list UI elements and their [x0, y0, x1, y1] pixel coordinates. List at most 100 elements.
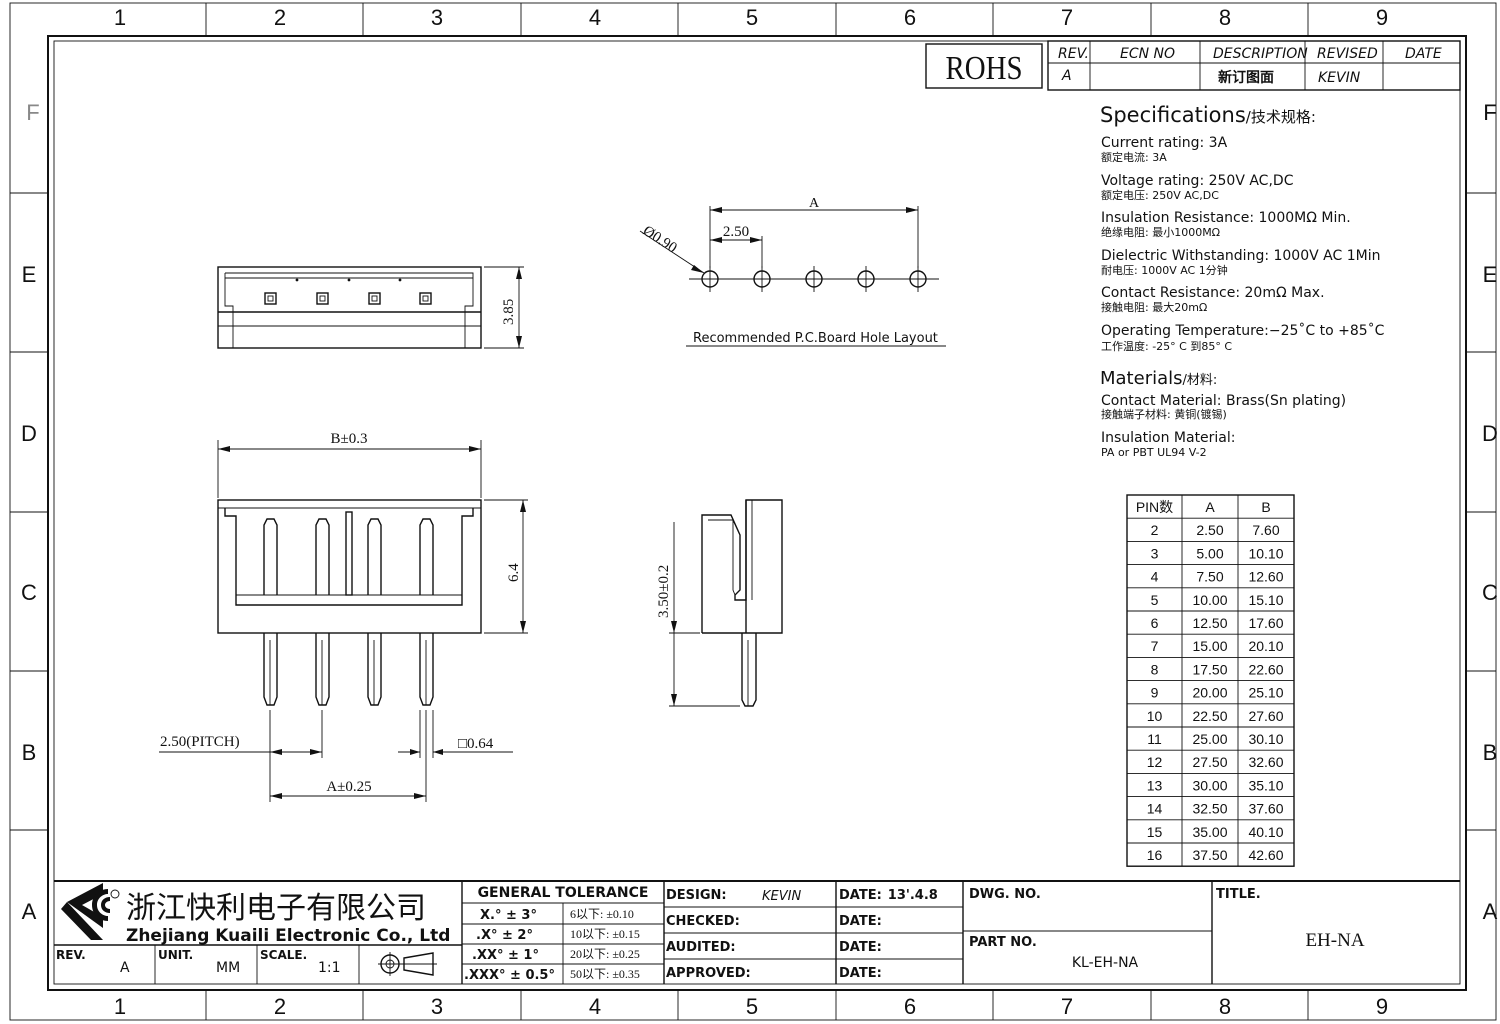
pin-table-cell: 17.50	[1192, 661, 1227, 677]
spec-en: Contact Resistance: 20mΩ Max.	[1101, 285, 1325, 301]
col-label: 5	[746, 994, 758, 1019]
tolerance-format: X.° ± 3°	[480, 908, 537, 923]
pin-table-cell: 20.00	[1192, 685, 1227, 701]
tolerance-format: .XXX° ± 0.5°	[464, 968, 555, 983]
col-label: 3	[431, 994, 443, 1019]
revised-value: KEVIN	[1318, 70, 1361, 86]
zone-ticks	[10, 3, 1496, 1020]
pin-table-cell: 16	[1147, 847, 1163, 863]
pin-table-cell: 5	[1151, 592, 1159, 608]
scale-label: SCALE.	[260, 948, 307, 962]
pin-table-cell: 2.50	[1196, 522, 1223, 538]
title-value: EH-NA	[1305, 930, 1364, 951]
design-label: DESIGN:	[666, 888, 727, 903]
col-label: 1	[114, 994, 126, 1019]
pin-table-cell: 4	[1151, 569, 1159, 585]
pin-table-cell: 8	[1151, 661, 1159, 677]
row-label: C	[21, 580, 37, 605]
col-label: 2	[274, 5, 286, 30]
col-label: 4	[589, 994, 601, 1019]
pin-table-cell: 17.60	[1248, 615, 1283, 631]
materials-title: Materials/材料:	[1100, 368, 1217, 389]
pin-table-cell: 12.50	[1192, 615, 1227, 631]
pin-table-cell: 10.00	[1192, 592, 1227, 608]
material-cn: PA or PBT UL94 V-2	[1101, 446, 1207, 459]
pin-table-cell: 32.50	[1192, 801, 1227, 817]
row-label: B	[22, 740, 37, 765]
date-label: DATE:	[839, 914, 882, 929]
pin-table-cell: 6	[1151, 615, 1159, 631]
specifications: Specifications/技术规格: Current rating: 3A …	[1100, 103, 1385, 459]
pcb-hole-layout: A 2.50 Ø0.90 Recommended P.C.Board Hole …	[639, 196, 946, 347]
col-label: 4	[589, 5, 601, 30]
col-label: 3	[431, 5, 443, 30]
dim-width-b: B±0.3	[331, 431, 368, 447]
unit-label: UNIT.	[158, 948, 193, 962]
col-label: 8	[1219, 5, 1231, 30]
dwg-no-label: DWG. NO.	[969, 887, 1041, 902]
pin-table-header: B	[1261, 499, 1270, 515]
col-label: 8	[1219, 994, 1231, 1019]
pin-table-cell: 22.60	[1248, 661, 1283, 677]
pin-table-cell: 15.00	[1192, 638, 1227, 654]
audited-label: AUDITED:	[666, 940, 736, 955]
dim-pitch: 2.50(PITCH)	[160, 734, 240, 750]
material-cn: 接触端子材料: 黄铜(镀锡)	[1101, 407, 1227, 421]
part-no-label: PART NO.	[969, 935, 1037, 950]
revision-table: REV. ECN NO DESCRIPTION REVISED DATE A 新…	[1047, 40, 1461, 91]
date-label: DATE:13'.4.8	[839, 888, 938, 903]
description-value: 新订图面	[1218, 69, 1274, 86]
row-label: D	[1482, 421, 1498, 446]
title-block: 浙江快利电子有限公司 Zhejiang Kuaili Electronic Co…	[54, 880, 1460, 984]
pin-table-header: A	[1205, 499, 1215, 515]
rev-header: REV.	[1058, 46, 1089, 62]
row-label: E	[22, 262, 37, 287]
tolerance-format: .XX° ± 1°	[472, 948, 539, 963]
pin-table-cell: 12.60	[1248, 569, 1283, 585]
pin-table-cell: 15	[1147, 824, 1163, 840]
spec-en: Dielectric Withstanding: 1000V AC 1Min	[1101, 248, 1380, 264]
pin-table-cell: 42.60	[1248, 847, 1283, 863]
tolerance-format: .X° ± 2°	[476, 928, 533, 943]
dim-pin-length: 3.50±0.2	[656, 565, 672, 618]
spec-en: Voltage rating: 250V AC,DC	[1101, 173, 1294, 189]
col-label: 1	[114, 5, 126, 30]
rohs-box	[925, 43, 1043, 89]
pin-table-cell: 30.00	[1192, 777, 1227, 793]
spec-cn: 工作温度: -25° C 到85° C	[1101, 339, 1232, 353]
tolerance-title: GENERAL TOLERANCE	[478, 885, 649, 901]
company-logo-icon	[61, 883, 120, 940]
drawing-border	[53, 40, 1461, 985]
tolerance-range: 20以下: ±0.25	[570, 947, 640, 961]
checked-label: CHECKED:	[666, 914, 740, 929]
col-label: 5	[746, 5, 758, 30]
company-name-en: Zhejiang Kuaili Electronic Co., Ltd	[126, 926, 450, 946]
pin-table-header: PIN数	[1136, 499, 1173, 515]
scale-value: 1:1	[318, 960, 341, 976]
pin-table-cell: 11	[1147, 731, 1162, 747]
pin-table-cell: 7.60	[1252, 522, 1279, 538]
row-label: F	[1483, 100, 1496, 125]
pin-table-cell: 27.50	[1192, 754, 1227, 770]
top-view: 3.85	[217, 266, 524, 349]
row-label: D	[21, 421, 37, 446]
spec-cn: 额定电压: 250V AC,DC	[1101, 188, 1219, 202]
projection-symbol-icon	[378, 952, 437, 976]
pin-table-cell: 5.00	[1196, 545, 1223, 561]
pin-table-cell: 25.10	[1248, 685, 1283, 701]
pin-table-cell: 2	[1151, 522, 1159, 538]
rev-value: A	[120, 960, 130, 976]
spec-en: Current rating: 3A	[1101, 135, 1228, 151]
tolerance-range: 10以下: ±0.15	[570, 927, 640, 941]
spec-cn: 绝缘电阻: 最小1000MΩ	[1101, 225, 1220, 239]
pin-table-cell: 20.10	[1248, 638, 1283, 654]
company-name-cn: 浙江快利电子有限公司	[126, 891, 426, 926]
pin-table-cell: 32.60	[1248, 754, 1283, 770]
pin-table-cell: 40.10	[1248, 824, 1283, 840]
spec-en: Insulation Resistance: 1000MΩ Min.	[1101, 210, 1351, 226]
row-labels: F E D C B A F E D C B A	[21, 100, 1498, 924]
col-label: 9	[1376, 994, 1388, 1019]
pin-table-cell: 10.10	[1248, 545, 1283, 561]
